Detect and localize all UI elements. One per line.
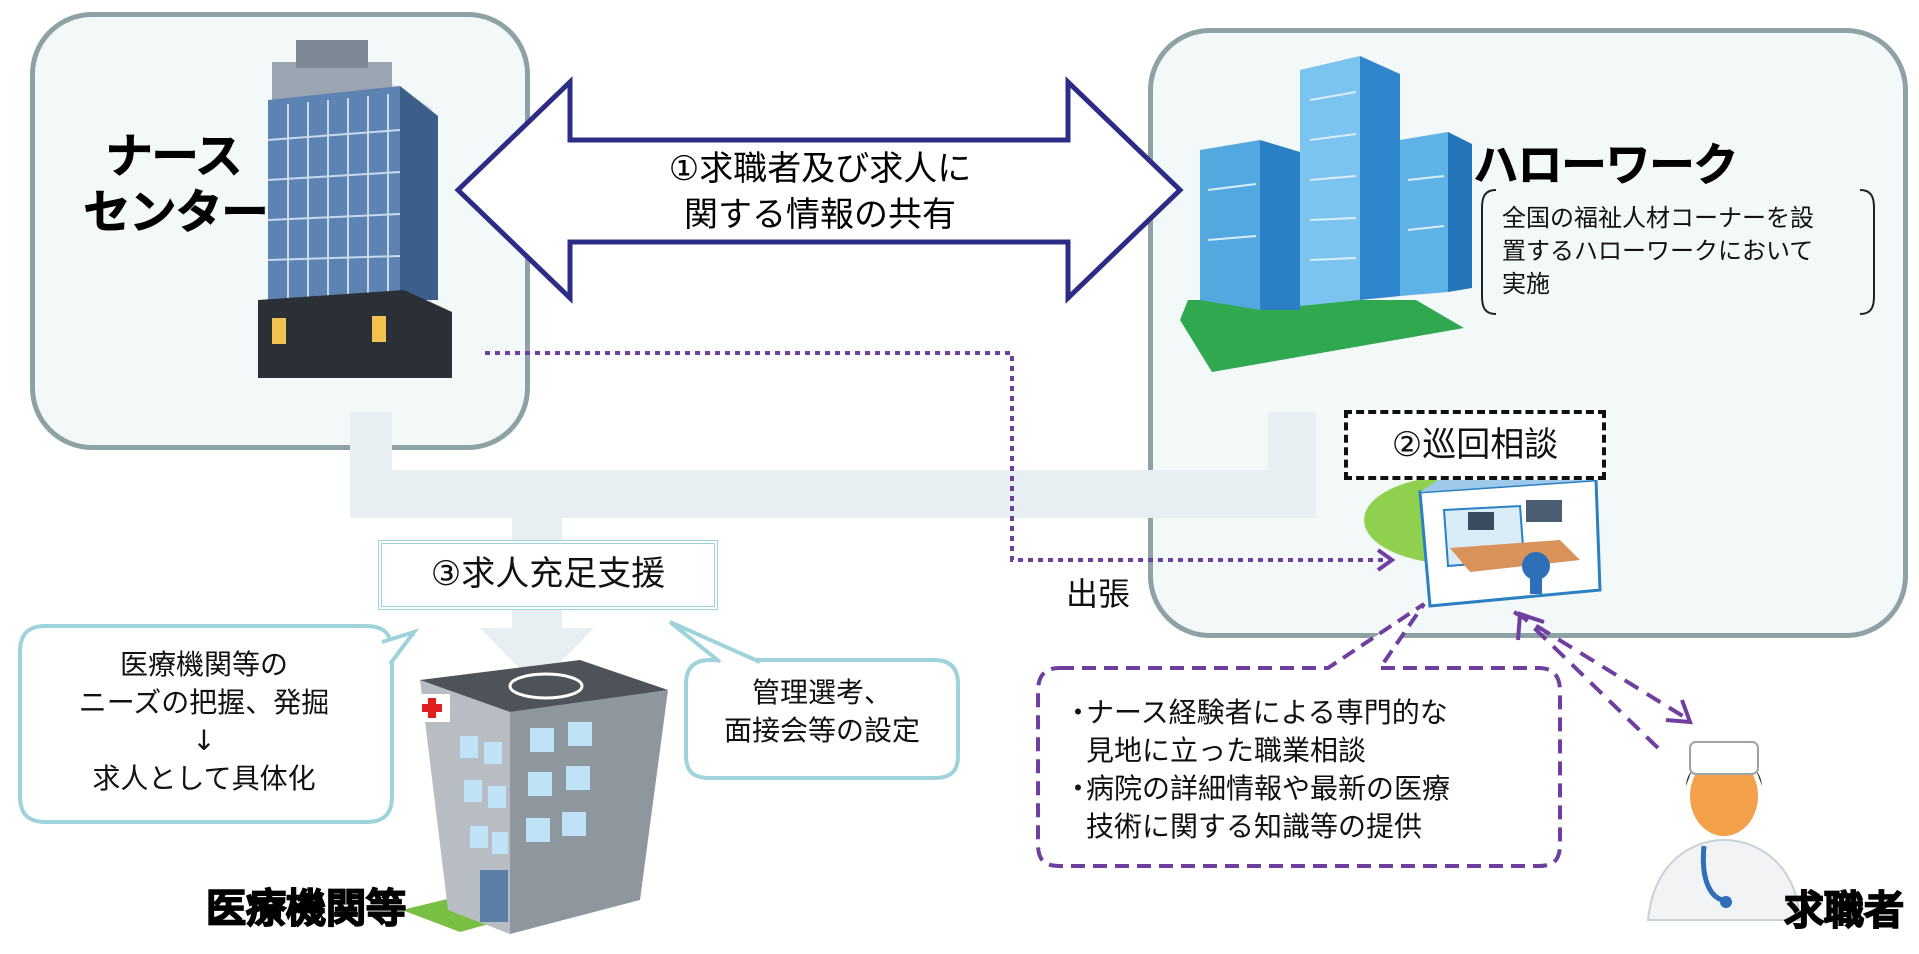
left-bubble-line4: 求人として具体化 [92, 762, 316, 795]
info-sharing-label-line2: 関する情報の共有 [684, 195, 956, 235]
consultation-item-1-line2: 見地に立った職業相談 [1086, 734, 1367, 767]
consultation-item: ・ナース経験者による専門的な 見地に立った職業相談 [1064, 696, 1448, 767]
left-bubble-line1: 医療機関等の [119, 648, 288, 681]
consultation-item: ・病院の詳細情報や最新の医療 技術に関する知識等の提供 [1064, 772, 1451, 843]
left-bubble-line3: ↓ [192, 724, 216, 757]
hello-work-note-line2: 置するハローワークにおいて [1502, 237, 1814, 265]
trip-label: 出張 [1066, 575, 1131, 613]
nurse-center-building-illustration [258, 40, 452, 378]
hello-work-title: ハローワーク [1473, 139, 1739, 192]
medical-institution-label: 医療機関等 [205, 885, 407, 933]
trip-route-dotted-line [485, 351, 1392, 562]
nurse-center-title-line1: ナース [105, 128, 242, 184]
info-sharing-double-arrow [454, 76, 1184, 304]
consult-dashed-arrows [1512, 610, 1688, 750]
hello-work-building-illustration [1180, 56, 1472, 372]
consultation-detail-frame [1036, 602, 1562, 868]
left-speech-bubble-text: 医療機関等の ニーズの把握、発掘 ↓ 求人として具体化 [22, 646, 386, 798]
hello-work-note-line1: 全国の福祉人材コーナーを設 [1502, 204, 1814, 232]
consultation-item-1-line1: ナース経験者による専門的な [1086, 696, 1448, 729]
info-sharing-label-line1: ①求職者及び求人に [668, 149, 972, 189]
right-bubble-line1: 管理選考、 [751, 676, 892, 709]
left-bubble-line2: ニーズの把握、発掘 [78, 686, 330, 719]
connector-bracket [350, 412, 1316, 686]
job-seeker-nurse-illustration [1646, 741, 1802, 921]
consultation-detail-list: ・ナース経験者による専門的な 見地に立った職業相談 ・病院の詳細情報や最新の医療… [1064, 694, 1564, 846]
hospital-building-illustration [402, 660, 668, 934]
consultation-booth-illustration [1364, 470, 1602, 608]
nurse-center-title-line2: センター [83, 184, 269, 240]
job-fulfillment-support-label: ③求人充足支援 [378, 540, 718, 610]
job-seeker-label: 求職者 [1783, 887, 1905, 935]
nurse-center-title: ナース センター [83, 128, 269, 240]
right-speech-bubble-shape [668, 620, 960, 780]
patrol-consultation-label: ②巡回相談 [1344, 410, 1606, 480]
left-speech-bubble-shape [18, 624, 420, 824]
info-sharing-label: ①求職者及び求人に 関する情報の共有 [600, 146, 1040, 238]
right-bubble-line2: 面接会等の設定 [723, 714, 920, 747]
consultation-item-2-line2: 技術に関する知識等の提供 [1086, 810, 1423, 843]
hello-work-note-line3: 実施 [1502, 270, 1550, 298]
hello-work-note-bracket: 全国の福祉人材コーナーを設 置するハローワークにおいて 実施 [1478, 188, 1878, 316]
consultation-item-2-line1: 病院の詳細情報や最新の医療 [1086, 772, 1451, 805]
right-speech-bubble-text: 管理選考、 面接会等の設定 [690, 674, 954, 750]
